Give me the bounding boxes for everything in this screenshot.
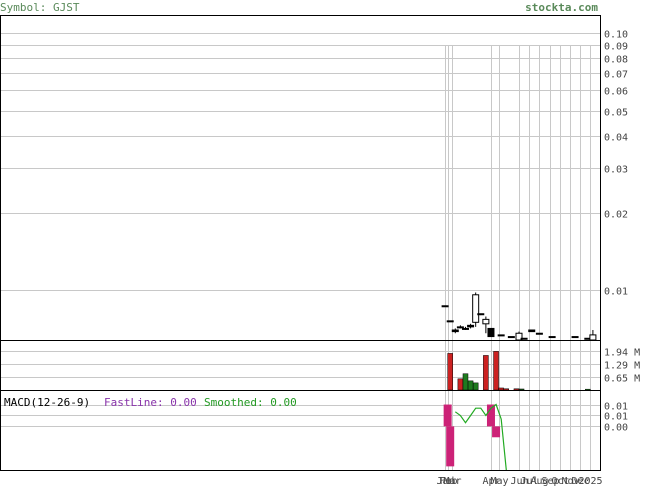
macd-fastline-label: FastLine: 0.00 — [104, 396, 197, 409]
candle-body — [477, 313, 485, 316]
chart-frame — [0, 15, 601, 471]
macd-smoothed-label: Smoothed: 0.00 — [204, 396, 297, 409]
macd-smoothed-line — [454, 403, 507, 471]
macd-panel — [443, 403, 507, 471]
candle-body — [571, 336, 579, 339]
volume-bar — [518, 388, 525, 391]
x-tick-label: Oct — [551, 476, 569, 486]
x-tick-label: May — [490, 476, 508, 486]
price-tick-label: 0.08 — [604, 55, 628, 66]
price-tick-label: 0.02 — [604, 210, 628, 221]
volume-bar — [498, 387, 504, 391]
candle-body — [528, 329, 536, 333]
candle-body — [515, 332, 523, 341]
price-tick-label: 0.04 — [604, 133, 628, 144]
site-label[interactable]: stockta.com — [525, 1, 598, 14]
candle-body — [441, 305, 449, 308]
candle-body — [446, 320, 454, 323]
candle-body — [482, 318, 490, 325]
price-tick-label: 0.07 — [604, 70, 628, 81]
candle-body — [497, 334, 505, 337]
candle-body — [548, 336, 556, 339]
x-tick-label: Mar — [443, 476, 461, 486]
x-tick-label: Jul — [520, 476, 538, 486]
candle-body — [535, 332, 543, 335]
candle-body — [520, 337, 528, 340]
volume-panel — [447, 351, 591, 391]
x-tick-label: Jan — [436, 476, 454, 486]
x-tick-label: Jun — [510, 476, 528, 486]
macd-tick-label: 0.01 — [604, 412, 628, 423]
x-tick-label: Sep — [541, 476, 559, 486]
price-tick-label: 0.10 — [604, 30, 628, 41]
x-tick-label: Aug — [530, 476, 548, 486]
price-tick-label: 0.01 — [604, 287, 628, 298]
axis-labels: 0.100.09 0.08 0.07 0.06 0.05 0.04 0.03 0.02 0.01… — [436, 30, 640, 488]
volume-bar — [493, 351, 499, 391]
volume-bar — [472, 382, 479, 391]
price-tick-label: 0.06 — [604, 87, 628, 98]
macd-fast-bar — [492, 426, 501, 438]
volume-bar — [457, 378, 464, 391]
volume-bar — [513, 388, 520, 391]
volume-bar — [503, 388, 510, 391]
grid-lines — [0, 33, 600, 470]
macd-tick-label: 0.00 — [604, 423, 628, 434]
x-tick-label: 2025 — [578, 476, 602, 486]
price-tick-label: 0.09 — [604, 42, 628, 53]
candle-body — [451, 329, 459, 333]
volume-tick-label: 0.65 M — [604, 374, 640, 385]
volume-bar — [462, 373, 469, 391]
volume-bar — [483, 355, 489, 391]
symbol-label: Symbol: GJST — [0, 1, 80, 14]
candle-body — [487, 327, 495, 338]
candle-body — [456, 326, 464, 329]
price-panel — [441, 292, 597, 341]
volume-bar — [585, 388, 591, 391]
macd-fast-bar — [446, 426, 455, 467]
candle-body — [472, 294, 480, 323]
macd-tick-label: 0.01 — [604, 402, 628, 413]
macd-title-label: MACD(12-26-9) — [4, 396, 90, 409]
x-tick-label: Feb — [439, 476, 457, 486]
x-tick-label: Nov — [561, 476, 579, 486]
volume-tick-label: 1.29 M — [604, 361, 640, 372]
volume-bar — [447, 353, 453, 391]
candle-body — [467, 324, 475, 328]
volume-bar — [467, 380, 474, 391]
volume-tick-label: 1.94 M — [604, 348, 640, 359]
macd-fast-bar — [486, 404, 495, 427]
candle-body — [507, 336, 515, 339]
price-tick-label: 0.03 — [604, 165, 628, 176]
candle-body — [589, 334, 597, 341]
candle-body — [461, 327, 469, 330]
price-tick-label: 0.05 — [604, 108, 628, 119]
macd-fast-bar — [443, 404, 452, 427]
x-tick-label: Apr — [482, 476, 500, 486]
panel-frames — [0, 15, 601, 471]
x-tick-label: Dec — [571, 476, 589, 486]
